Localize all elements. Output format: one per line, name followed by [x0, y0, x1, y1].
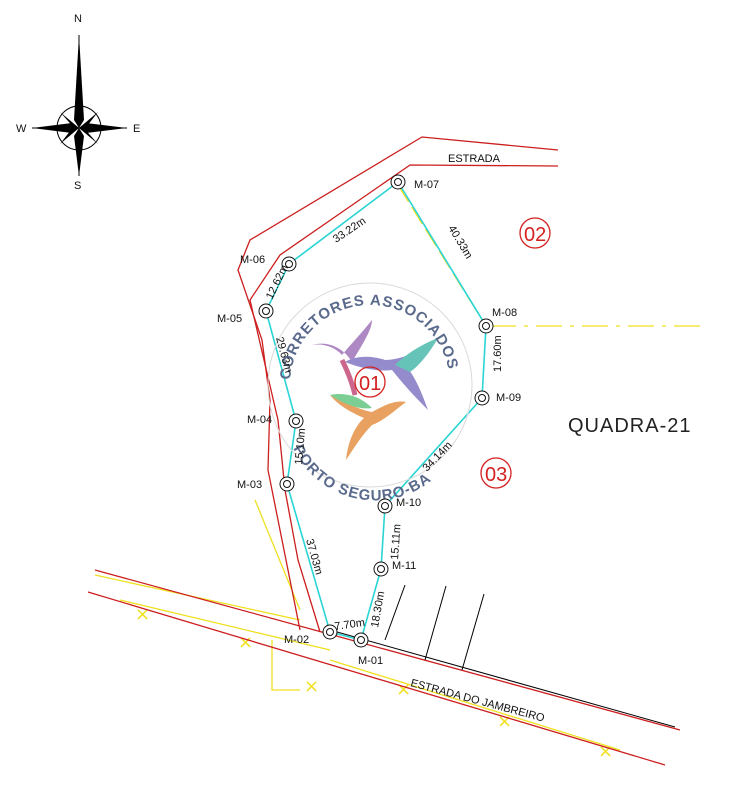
- marker-m10: [377, 498, 393, 514]
- lot-labels: 01 02 03: [354, 217, 551, 489]
- compass-north-label: N: [74, 13, 82, 25]
- marker-label-m01: M-01: [358, 655, 383, 667]
- marker-m09: [474, 390, 490, 406]
- marker-m05: [258, 303, 274, 319]
- survey-markers: [258, 174, 494, 648]
- distance-m10-m11: 15.11m: [389, 524, 403, 561]
- hummingbird-logo-icon: [312, 320, 438, 460]
- marker-m07: [390, 174, 406, 190]
- distance-m09-m10: 34.14m: [421, 439, 455, 474]
- distance-m11-m01: 18.30m: [369, 590, 387, 628]
- marker-m02: [322, 624, 338, 640]
- compass-west-label: W: [16, 123, 27, 135]
- marker-m03: [279, 476, 295, 492]
- marker-m11: [373, 561, 389, 577]
- distance-m01-m02: 7.70m: [334, 617, 366, 633]
- marker-label-m04: M-04: [247, 414, 272, 426]
- svg-text:×: ×: [396, 679, 411, 700]
- marker-m06: [281, 256, 297, 272]
- watermark-bottom-text: PORTO SEGURO-BA: [290, 442, 435, 504]
- distance-m03-m04: 15.10m: [293, 428, 308, 466]
- lot-label-03: 03: [485, 464, 507, 486]
- road-lines: [87, 136, 681, 766]
- marker-label-m11: M-11: [392, 560, 416, 572]
- marker-m08: [478, 318, 494, 334]
- distance-m02-m03: 37.03m: [303, 538, 325, 577]
- marker-m01: [353, 632, 369, 648]
- svg-text:×: ×: [304, 676, 319, 697]
- marker-label-m05: M-05: [217, 313, 242, 325]
- aux-lines: [94, 184, 700, 751]
- lot-label-01: 01: [359, 373, 381, 395]
- aux-cross-markers: × × × × × ×: [135, 604, 613, 762]
- marker-label-m06: M-06: [240, 254, 265, 266]
- road-name-jambreiro: ESTRADA DO JAMBREIRO: [409, 677, 546, 724]
- svg-text:×: ×: [598, 741, 613, 762]
- svg-text:×: ×: [238, 632, 253, 653]
- lot-boundary: [265, 180, 487, 641]
- marker-label-m07: M-07: [414, 179, 439, 191]
- distance-m05-m06: 12.62m: [264, 263, 291, 301]
- distance-m08-m09: 17.60m: [492, 335, 504, 372]
- compass-rose-icon: N S E W: [16, 13, 140, 192]
- marker-label-m03: M-03: [237, 479, 262, 491]
- compass-south-label: S: [74, 180, 81, 192]
- compass-east-label: E: [133, 123, 140, 135]
- distance-m06-m07: 33.22m: [331, 215, 368, 245]
- marker-label-m08: M-08: [492, 307, 517, 319]
- marker-label-m09: M-09: [496, 392, 521, 404]
- road-centerline: [329, 584, 676, 728]
- road-name-estrada: ESTRADA: [448, 153, 501, 165]
- block-label: QUADRA-21: [568, 415, 691, 437]
- marker-label-m10: M-10: [396, 497, 421, 509]
- marker-m04: [288, 413, 304, 429]
- lot-label-02: 02: [524, 224, 546, 246]
- marker-label-m02: M-02: [284, 634, 309, 646]
- distance-m07-m08: 40.33m: [445, 223, 474, 261]
